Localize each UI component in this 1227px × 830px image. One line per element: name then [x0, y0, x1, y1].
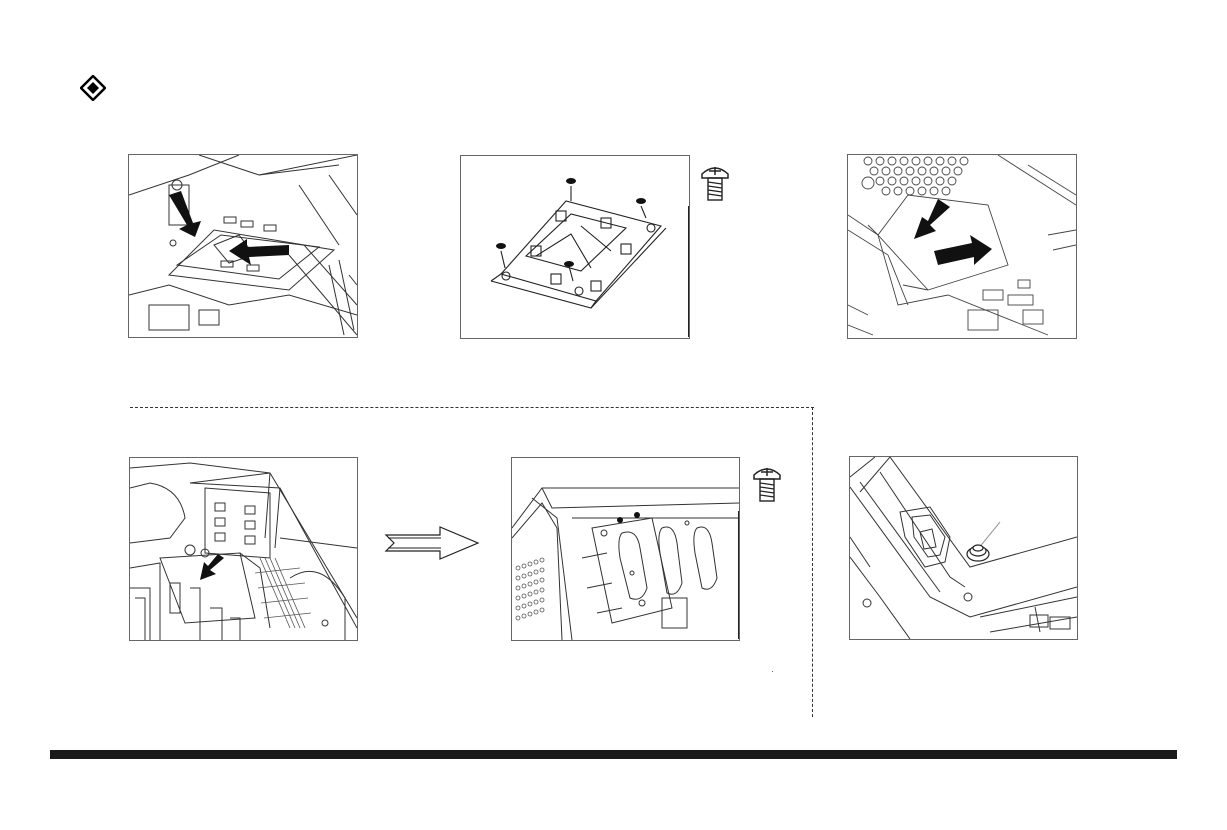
screw-icon-frame — [739, 457, 740, 513]
screw-icon — [694, 162, 736, 204]
diamond-bullet-icon — [80, 75, 106, 101]
screw-icon — [746, 463, 788, 505]
step3-illustration — [847, 154, 1077, 339]
group-divider-right — [812, 407, 813, 717]
screw-icon — [689, 155, 690, 212]
footer-bar — [50, 750, 1177, 759]
step5-frame-line — [738, 511, 739, 639]
stray-dot — [772, 671, 773, 672]
step6-illustration — [849, 456, 1078, 640]
group-divider-top — [130, 407, 814, 408]
step5-illustration — [511, 457, 740, 641]
step2-frame-line — [688, 206, 689, 337]
step2-illustration — [460, 155, 690, 339]
step1-illustration — [128, 154, 358, 338]
step4-illustration — [129, 457, 358, 641]
right-arrow-icon — [384, 525, 480, 561]
